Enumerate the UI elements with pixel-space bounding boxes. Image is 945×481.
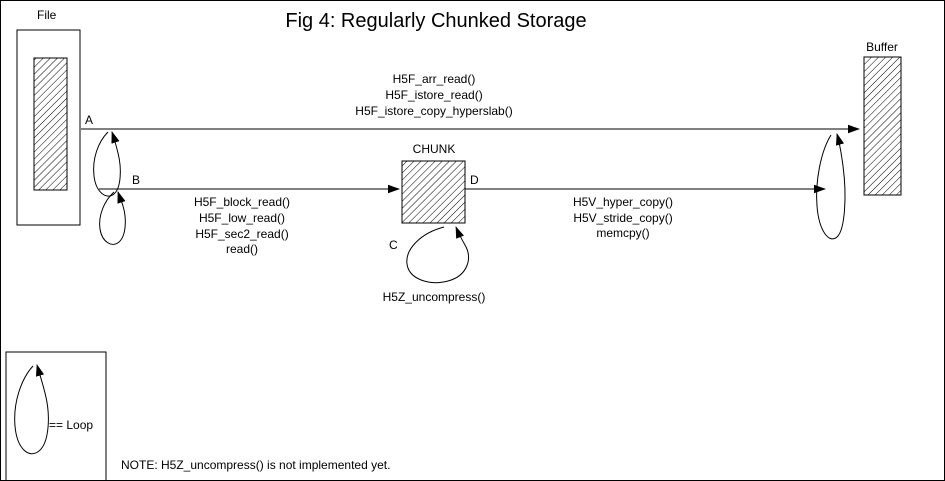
loop-b-icon: [99, 191, 126, 245]
legend-loop-icon: [14, 364, 49, 455]
loop-c-icon: [406, 226, 469, 284]
point-a-label: A: [85, 113, 93, 127]
file-label: File: [37, 8, 57, 22]
block-arrow-fn-2: H5F_low_read(): [199, 211, 285, 225]
chunk-label: CHUNK: [413, 142, 456, 156]
loop-a-icon: [93, 131, 121, 197]
file-hatched-region: [33, 57, 68, 191]
top-arrow-fn-1: H5F_arr_read(): [393, 72, 476, 86]
buffer-label: Buffer: [866, 40, 898, 54]
diagram-title: Fig 4: Regularly Chunked Storage: [285, 10, 586, 32]
copy-arrow-fn-1: H5V_hyper_copy(): [573, 195, 673, 209]
loop-buffer-icon: [816, 133, 846, 240]
point-d-label: D: [470, 173, 479, 187]
point-b-label: B: [132, 173, 140, 187]
block-arrow-fn-1: H5F_block_read(): [194, 195, 290, 209]
legend-box: [5, 351, 107, 480]
point-c-label: C: [389, 238, 398, 252]
note-text: NOTE: H5Z_uncompress() is not implemente…: [121, 458, 390, 472]
copy-arrow-fn-2: H5V_stride_copy(): [573, 211, 672, 225]
chunk-loop-fn: H5Z_uncompress(): [383, 290, 486, 304]
block-arrow-fn-3: H5F_sec2_read(): [195, 227, 288, 241]
top-arrow-fn-2: H5F_istore_read(): [385, 88, 482, 102]
buffer-hatched-region: [863, 56, 902, 196]
file-box: [16, 29, 81, 226]
block-arrow-fn-4: read(): [226, 242, 258, 256]
legend-label: == Loop: [49, 418, 93, 432]
top-arrow-fn-3: H5F_istore_copy_hyperslab(): [355, 104, 512, 118]
copy-arrow-fn-3: memcpy(): [596, 226, 649, 240]
chunk-box: [401, 160, 466, 224]
